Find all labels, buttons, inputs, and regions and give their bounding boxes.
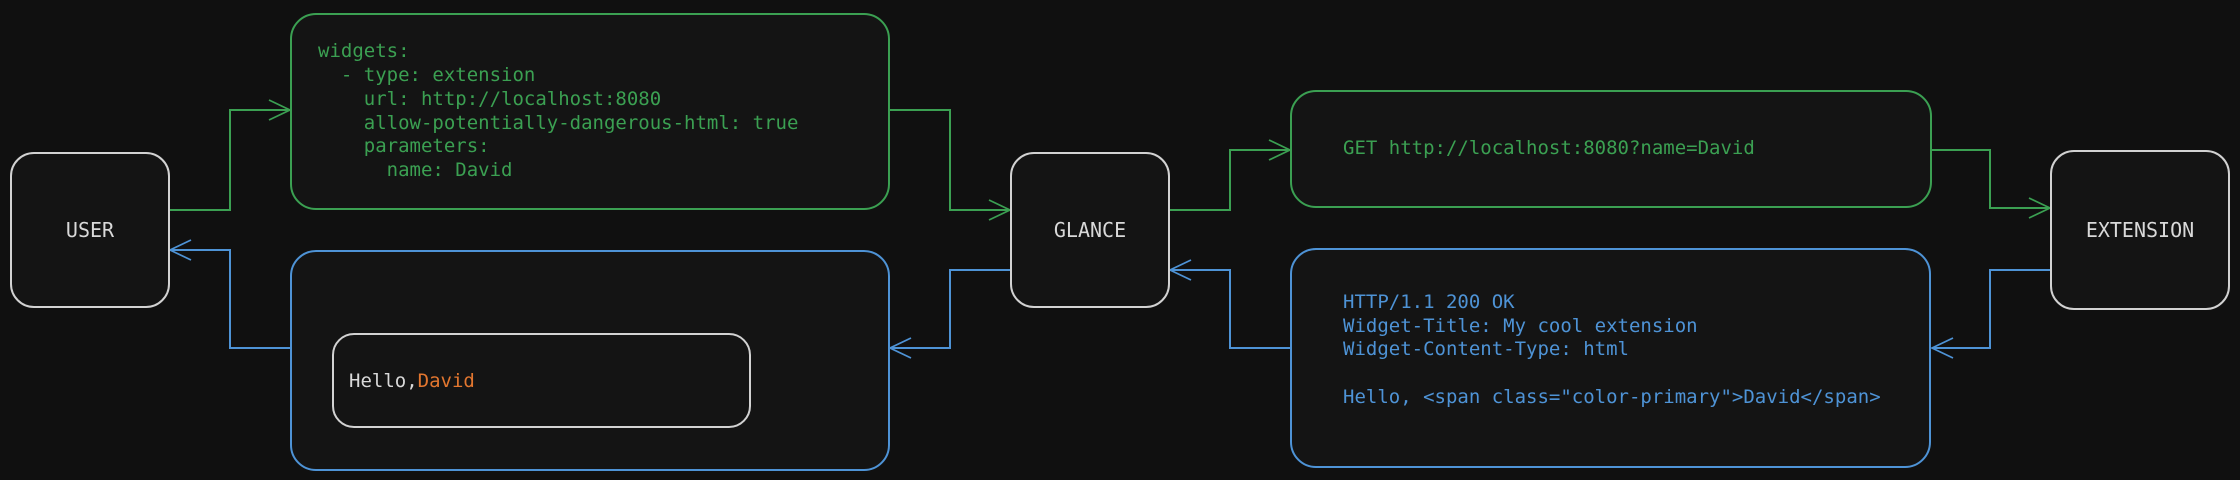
widget-preview-box: MY COOL EXTENSION Hello, David <box>290 250 890 471</box>
arrow-glance-to-request <box>1170 149 1288 211</box>
arrowhead-user-to-config <box>268 99 292 121</box>
arrowhead-preview-to-user <box>168 239 192 261</box>
extension-node-label: EXTENSION <box>2085 218 2195 242</box>
arrowhead-glance-to-request <box>1268 139 1292 161</box>
arrow-request-to-extension <box>1932 149 2048 209</box>
arrow-config-to-glance <box>890 109 1008 211</box>
arrow-response-to-glance <box>1172 269 1290 349</box>
arrowhead-request-to-extension <box>2028 197 2052 219</box>
glance-node: GLANCE <box>1010 152 1170 308</box>
greeting-name: David <box>417 369 475 392</box>
user-node: USER <box>10 152 170 308</box>
arrowhead-config-to-glance <box>988 199 1012 221</box>
arrowhead-response-to-glance <box>1168 259 1192 281</box>
arrowhead-glance-to-preview <box>888 337 912 359</box>
glance-node-label: GLANCE <box>1053 218 1127 242</box>
greeting-text: Hello, <box>349 369 418 392</box>
arrow-glance-to-preview <box>892 269 1010 349</box>
extension-node: EXTENSION <box>2050 150 2230 310</box>
arrow-extension-to-response <box>1934 269 2050 349</box>
http-request-box: GET http://localhost:8080?name=David <box>1290 90 1932 208</box>
arrow-preview-to-user <box>172 249 290 349</box>
widget-config-box: widgets: - type: extension url: http://l… <box>290 13 890 210</box>
http-request-line: GET http://localhost:8080?name=David <box>1343 137 1755 160</box>
user-node-label: USER <box>65 218 115 242</box>
widget-config-yaml: widgets: - type: extension url: http://l… <box>318 40 799 181</box>
arrowhead-extension-to-response <box>1930 337 1954 359</box>
widget-preview-content-frame: Hello, David <box>332 333 751 428</box>
arrow-user-to-config <box>170 109 288 211</box>
